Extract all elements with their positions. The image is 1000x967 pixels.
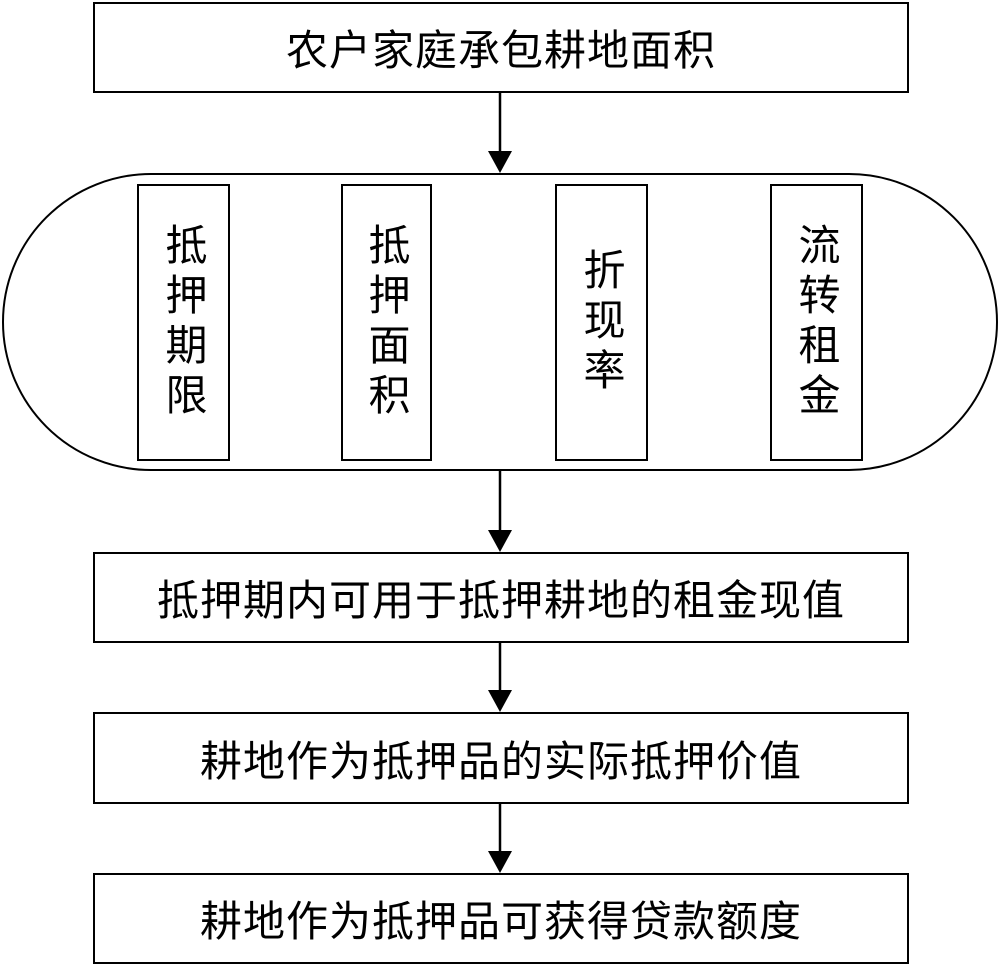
node-loan-amount-label: 耕地作为抵押品可获得贷款额度 [199, 897, 802, 946]
arrow-2-head [488, 530, 512, 552]
node-farmland-area-label: 农户家庭承包耕地面积 [285, 26, 716, 75]
node-rent-present-value: 抵押期内可用于抵押耕地的租金现值 [93, 552, 909, 643]
node-factor-mortgage-term: 抵押期限 [137, 184, 230, 461]
arrow-4-head [488, 851, 512, 873]
node-actual-mortgage-value-label: 耕地作为抵押品的实际抵押价值 [199, 736, 802, 786]
node-factor-mortgage-area: 抵押面积 [341, 184, 432, 461]
node-loan-amount: 耕地作为抵押品可获得贷款额度 [93, 873, 909, 964]
node-factor-mortgage-area-label: 抵押面积 [362, 222, 411, 423]
node-factor-discount-rate: 折现率 [555, 184, 648, 461]
node-rent-present-value-label: 抵押期内可用于抵押耕地的租金现值 [156, 576, 845, 625]
node-farmland-area: 农户家庭承包耕地面积 [93, 2, 909, 93]
node-factor-transfer-rent-label: 流转租金 [792, 222, 841, 423]
arrow-1-head [488, 151, 512, 173]
node-factor-discount-rate-label: 折现率 [577, 247, 626, 398]
node-factor-transfer-rent: 流转租金 [770, 184, 863, 461]
node-factor-mortgage-term-label: 抵押期限 [159, 222, 208, 423]
node-actual-mortgage-value: 耕地作为抵押品的实际抵押价值 [93, 712, 909, 804]
arrow-3-head [488, 690, 512, 712]
